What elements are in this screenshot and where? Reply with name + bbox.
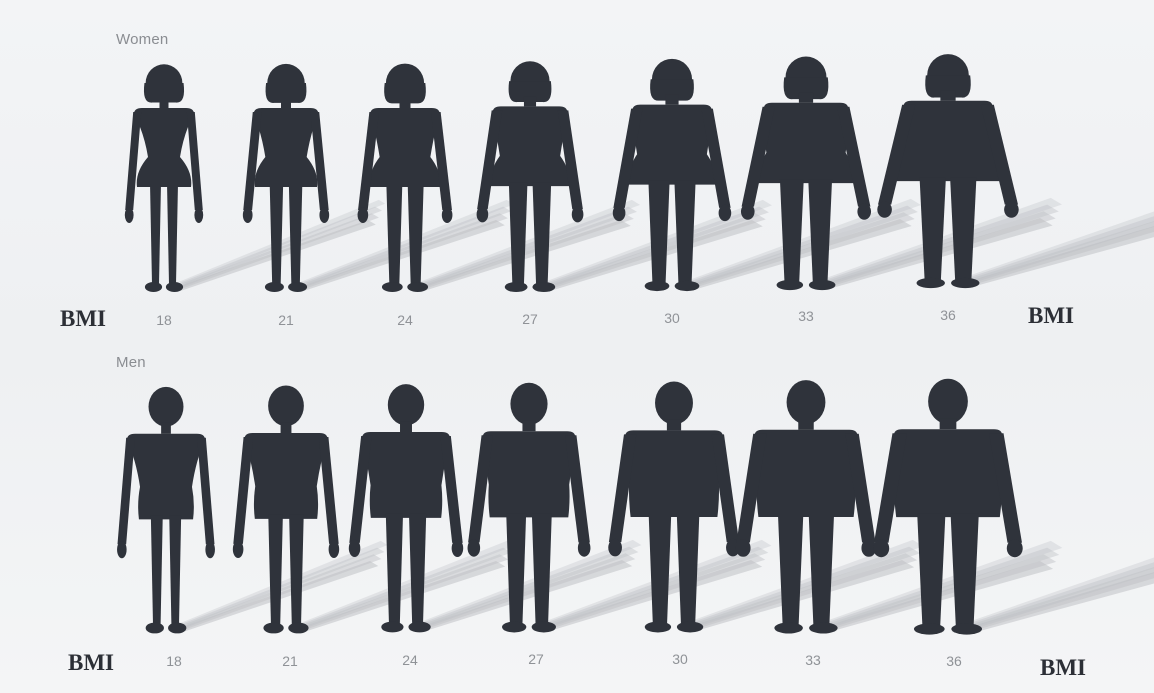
- men-bmi-value: 36: [924, 653, 984, 669]
- men-bmi-label-left: BMI: [68, 650, 114, 676]
- men-figure-shadow: [290, 541, 515, 633]
- women-bmi-value: 21: [256, 312, 316, 328]
- women-silhouette: [125, 64, 203, 292]
- men-bmi-value: 21: [260, 653, 320, 669]
- men-bmi-label-right: BMI: [1040, 655, 1086, 681]
- men-silhouette: [117, 387, 215, 634]
- men-bmi-value: 30: [650, 651, 710, 667]
- women-bmi-value: 24: [375, 312, 435, 328]
- men-bmi-value: 24: [380, 652, 440, 668]
- women-bmi-value: 36: [918, 307, 978, 323]
- women-bmi-label-left: BMI: [60, 306, 106, 332]
- women-bmi-label-right: BMI: [1028, 303, 1074, 329]
- women-bmi-value: 18: [134, 312, 194, 328]
- women-bmi-value: 33: [776, 308, 836, 324]
- women-bmi-value: 27: [500, 311, 560, 327]
- men-section-label: Men: [116, 354, 146, 371]
- men-bmi-value: 18: [144, 653, 204, 669]
- men-bmi-value: 27: [506, 651, 566, 667]
- men-bmi-value: 33: [783, 652, 843, 668]
- women-bmi-value: 30: [642, 310, 702, 326]
- women-section-label: Women: [116, 31, 168, 48]
